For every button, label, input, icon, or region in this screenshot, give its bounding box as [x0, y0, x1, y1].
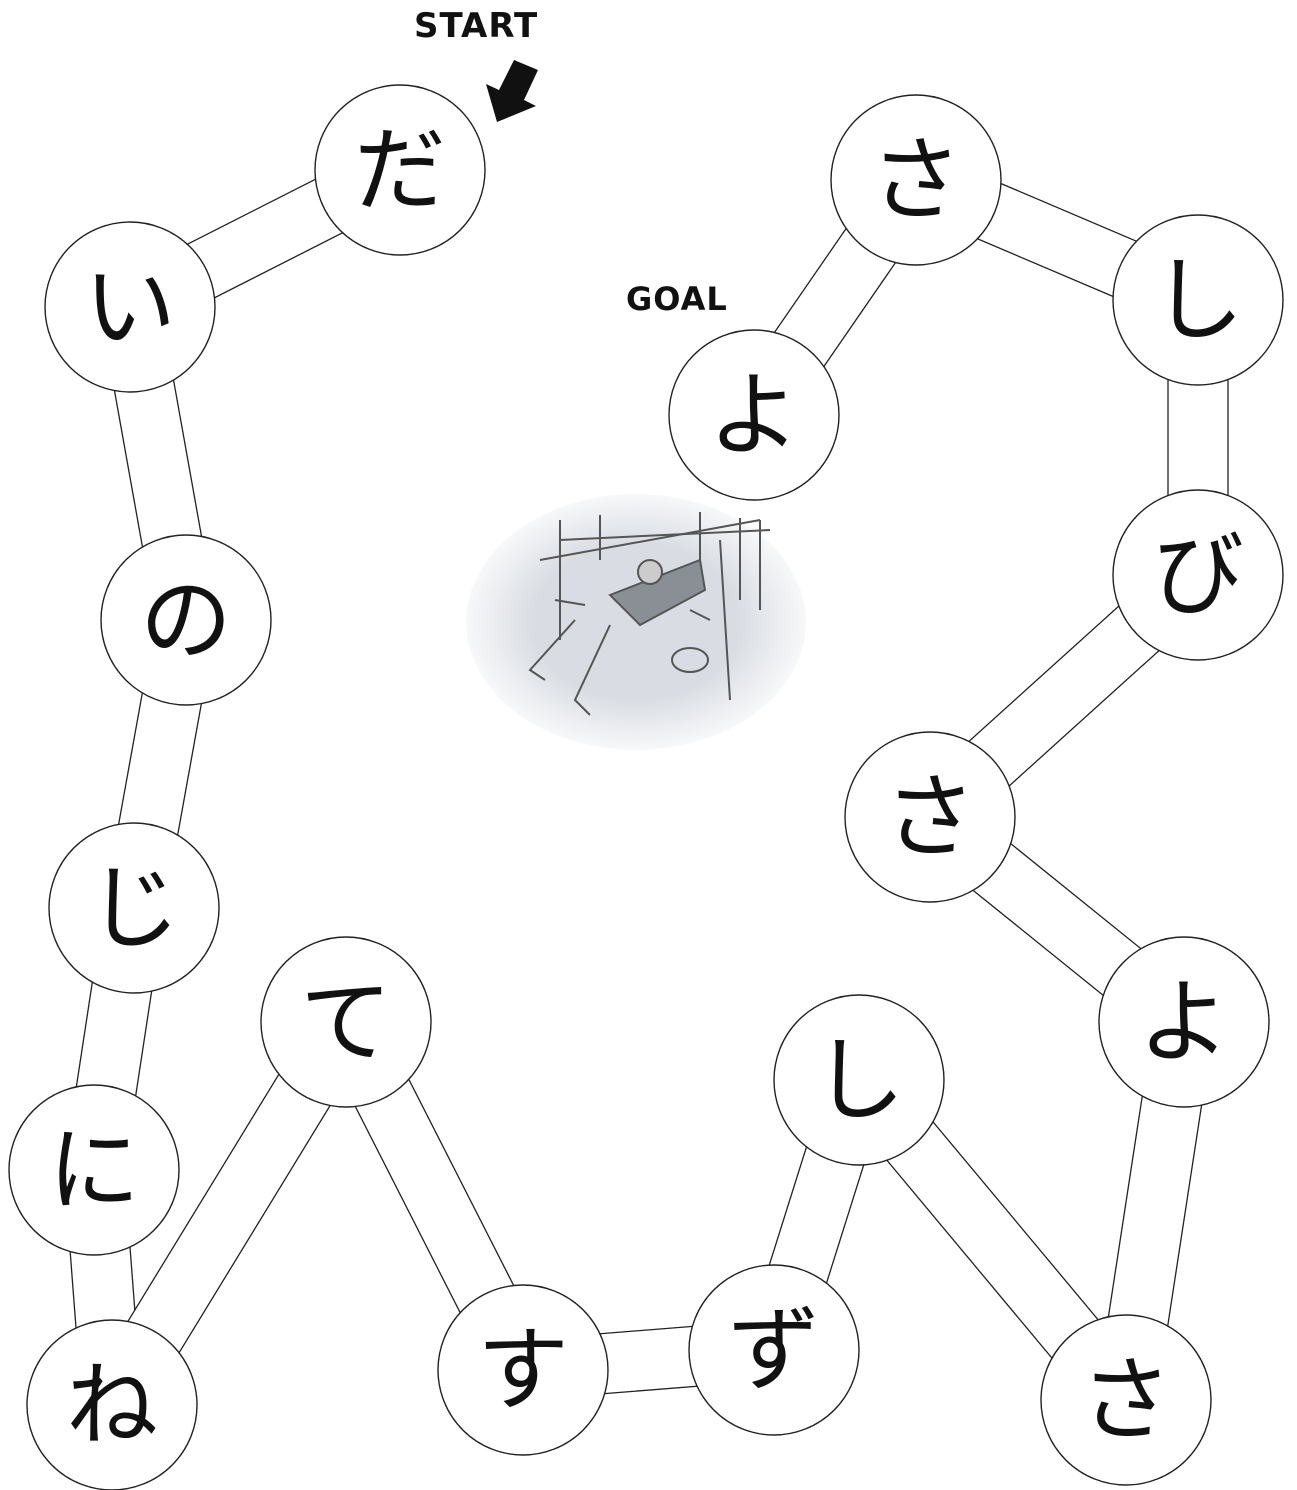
node-character: ね: [66, 1352, 158, 1459]
maze-paths: [64, 143, 1228, 1420]
maze-node[interactable]: ね: [27, 1320, 197, 1490]
maze-node[interactable]: に: [9, 1085, 179, 1255]
maze-node[interactable]: す: [438, 1285, 608, 1455]
goal-label: GOAL: [626, 280, 728, 318]
maze-node[interactable]: だ: [315, 85, 485, 255]
node-character: さ: [870, 127, 962, 234]
start-arrow-icon: [486, 60, 538, 122]
node-character: よ: [1138, 969, 1230, 1076]
maze-node[interactable]: い: [45, 222, 215, 392]
node-character: し: [1152, 247, 1244, 354]
maze-node[interactable]: さ: [831, 95, 1001, 265]
start-label: START: [414, 6, 538, 46]
maze-node[interactable]: し: [1113, 215, 1283, 385]
node-character: て: [300, 969, 392, 1076]
maze-node[interactable]: び: [1113, 490, 1283, 660]
node-character: し: [813, 1027, 905, 1134]
node-character: だ: [354, 117, 446, 224]
node-character: い: [84, 254, 176, 361]
maze-node[interactable]: て: [261, 937, 431, 1107]
illustration: [466, 494, 806, 750]
node-character: よ: [708, 362, 800, 469]
maze-node[interactable]: さ: [1041, 1315, 1211, 1485]
node-character: び: [1152, 522, 1244, 629]
maze-node[interactable]: さ: [845, 732, 1015, 902]
maze-node[interactable]: し: [774, 995, 944, 1165]
node-character: じ: [88, 855, 180, 962]
maze-node[interactable]: よ: [1099, 937, 1269, 1107]
node-character: さ: [1080, 1347, 1172, 1454]
node-character: に: [48, 1117, 140, 1224]
maze-node[interactable]: よ: [669, 330, 839, 500]
maze-node[interactable]: じ: [49, 823, 219, 993]
node-character: ず: [728, 1297, 820, 1404]
node-character: の: [140, 567, 232, 674]
maze-node[interactable]: の: [101, 535, 271, 705]
maze-node[interactable]: ず: [689, 1265, 859, 1435]
node-character: さ: [884, 764, 976, 871]
node-character: す: [477, 1317, 569, 1424]
